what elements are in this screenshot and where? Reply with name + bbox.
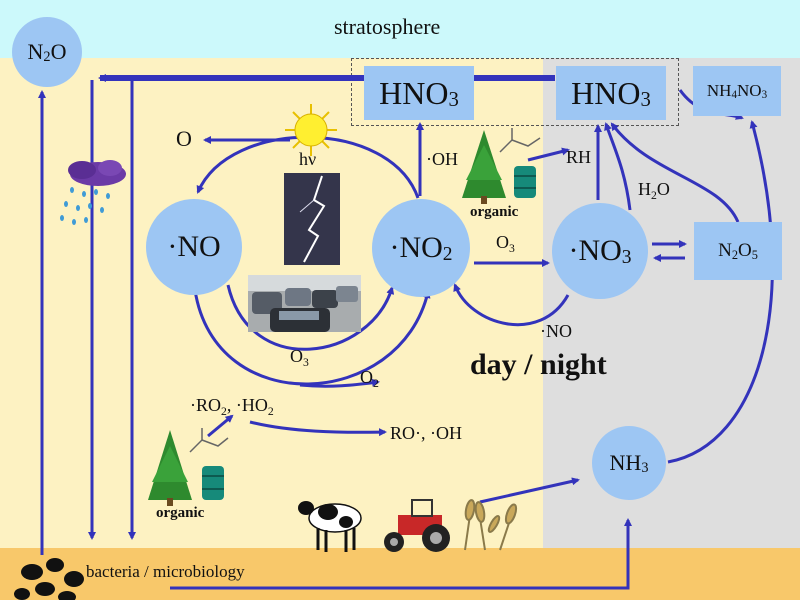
stratosphere-zone — [0, 0, 800, 58]
label-hv: hν — [299, 149, 317, 169]
arrow-to-ro-oh — [249, 420, 387, 437]
label-o: O — [176, 126, 192, 151]
label-organic-bottom: organic — [156, 505, 205, 521]
arrow-no3-to-no2 — [453, 283, 570, 327]
label-o3-top: O3 — [496, 232, 515, 256]
node-no: ·NO — [146, 199, 242, 295]
stratosphere-label: stratosphere — [334, 14, 441, 39]
label-ro2-ho2: ·RO2, ·HO2 — [190, 395, 274, 419]
label-o3-bottom: O3 — [290, 346, 309, 370]
ground-zone — [0, 548, 800, 600]
label-ro-oh: RO·, ·OH — [390, 423, 462, 443]
label-oh: ·OH — [426, 149, 458, 169]
arrow-no-to-no2-inner — [226, 284, 395, 351]
arrow-no3-h2o-to-hno3 — [604, 122, 632, 211]
arrow-to-o2 — [299, 378, 380, 388]
label-h2o: H2O — [638, 179, 670, 203]
arrow-n2o5-to-hno3 — [610, 122, 740, 223]
arrow-rh — [527, 147, 570, 162]
label-no-return: ·NO — [540, 321, 572, 341]
ground-label: bacteria / microbiology — [86, 562, 245, 581]
arrow-to-ro2 — [207, 414, 234, 438]
label-o2: O2 — [360, 367, 379, 391]
label-rh: RH — [566, 147, 592, 167]
label-organic-top: organic — [470, 204, 519, 220]
arrow-nh3-to-nh4no3 — [667, 120, 774, 464]
arrow-no-to-no2-outer — [193, 289, 431, 386]
arrow-agri-to-nh3 — [479, 477, 580, 504]
arrow-ground-to-nh3 — [170, 518, 632, 590]
day-night-label: day / night — [470, 348, 607, 381]
hno3-dashed-frame — [351, 58, 679, 126]
